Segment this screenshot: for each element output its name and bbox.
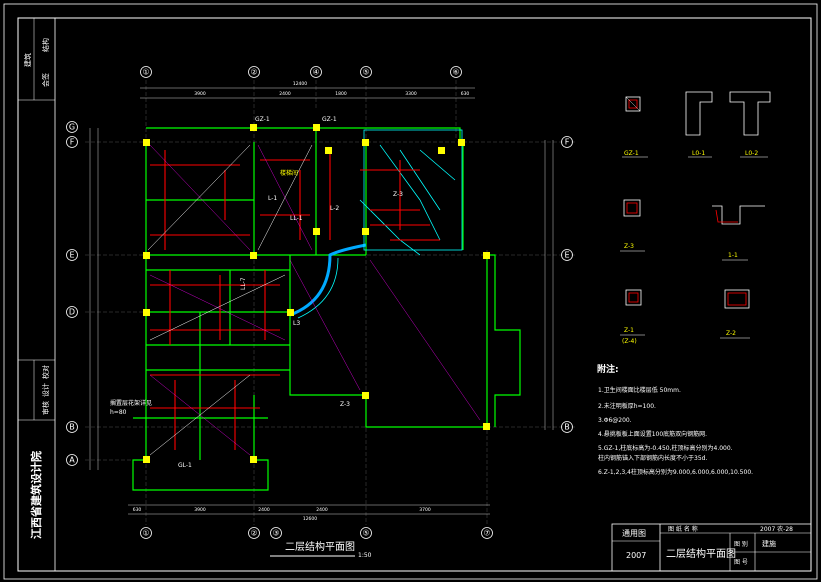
outer-border [3,3,818,580]
detail-11: 1-1 [728,252,738,259]
top-axis-2: ② [250,68,257,77]
white-diagonals [147,144,313,456]
columns [143,124,490,463]
details-panel: GZ-1 L0-1 L0-2 Z-3 1-1 Z-1 (Z-4) Z-2 [620,91,771,345]
left-strip-mid-1: 设计 [41,383,50,397]
bottom-axis-3: ③ [272,529,279,538]
bottom-dim-4: 3700 [419,507,431,513]
note-1: 1.卫生间楼面比楼层低 50mm. [598,386,681,394]
plan-labels: 搁置层花架详见 h=80 GL-1 GZ-1 GZ-1 Z-3 Z-3 L-1 … [110,116,403,469]
bottom-axis-2: ② [250,529,257,538]
axis-grid [85,80,575,525]
institute-name: 江西省建筑设计院 [29,451,43,539]
detail-z1: Z-1 [624,327,634,334]
top-dim-4: 630 [461,91,470,97]
label-l1: L-1 [268,195,277,202]
note-5: 5.GZ-1,柱底标高为-0.450,柱顶标高分别为4.000. [598,444,733,452]
top-axis-5: ⑥ [452,68,459,77]
note-2: 2.未注明板厚h=100. [598,402,656,410]
label-gz1a: GZ-1 [255,116,270,123]
label-l3: L3 [293,320,300,327]
left-axis-G: G [69,123,75,132]
tb-drawing-title: 二层结构平面图 [666,547,736,560]
top-dim-0: 3900 [194,91,206,97]
tb-stamp-year: 2007 [626,551,646,560]
label-gl1: GL-1 [178,462,192,469]
detail-z3: Z-3 [624,243,634,250]
detail-l02: L0-2 [745,150,758,157]
right-axis-E: E [564,251,569,260]
stair-note-2: h=80 [110,409,127,416]
right-axis-B: B [564,423,570,432]
left-strip-mid-0: 校对 [41,365,50,379]
left-axis-B: B [69,423,75,432]
note-4: 4.悬挑板板上面设置100底筋双向钢筋网. [598,430,707,438]
detail-gz1: GZ-1 [624,150,639,157]
tb-project: 图 纸 名 称 [668,525,698,533]
tb-field1-value: 建施 [762,539,776,548]
left-strip-top-0: 建筑 [23,53,32,67]
top-axis-4: ⑤ [362,68,369,77]
left-axis-A: A [69,456,75,465]
tb-field2: 图 号 [734,559,748,566]
label-ll1: LL-1 [290,215,303,222]
left-axis-F: F [70,138,75,147]
left-strip: 建筑 结构 会签 校对 设计 审核 江西省建筑设计院 [18,18,56,571]
note-7: 6.Z-1,2,3,4柱顶标高分别为9.000,6.000,6.000,10.5… [598,468,753,476]
title-block: 通用图 2007 图 纸 名 称 二层结构平面图 2007 农-28 图 别 建… [611,523,812,572]
label-l2: L-2 [330,205,339,212]
drawing-title: 二层结构平面图 [285,540,355,553]
stair-note: 搁置层花架详见 [110,399,152,407]
label-gz1b: GZ-1 [322,116,337,123]
top-dim-3: 3300 [405,91,417,97]
label-stair: 楼梯间 [280,169,298,177]
label-ll7: LL-7 [240,277,247,290]
tb-field1: 图 别 [734,540,748,548]
bottom-dim-0: 630 [133,507,142,513]
detail-z1b: (Z-4) [622,338,637,345]
label-z3a: Z-3 [340,401,350,408]
note-6: 柱内钢筋锚入下部钢筋内长度不小于35d. [598,454,707,462]
right-axis-F: F [565,138,570,147]
bottom-axis: 630 3900 2400 2400 3700 12600 ① ② ③ ⑤ ⑦ [128,504,493,539]
bottom-dim-overall: 12600 [303,516,317,522]
left-strip-top-1: 结构 [41,38,50,52]
tb-sheet-no: 2007 农-28 [760,525,793,533]
bottom-axis-5: ⑦ [483,529,490,538]
notes: 附注: 1.卫生间楼面比楼层低 50mm. 2.未注明板厚h=100. 3.Φ6… [597,363,753,476]
left-strip-top-2: 会签 [41,73,50,87]
top-dim-overall: 12400 [293,81,307,87]
notes-heading: 附注: [597,363,619,375]
inner-border [17,17,812,572]
drawing-title-group: 二层结构平面图 1:50 [270,540,372,559]
drawing-scale: 1:50 [358,552,372,559]
rebar-lines [150,150,440,450]
top-axis: ① ② ④ ⑤ ⑥ 3900 2400 1800 3300 630 12400 [140,66,475,99]
right-axis: F E B [544,136,573,433]
bottom-axis-4: ⑤ [362,529,369,538]
left-strip-mid-2: 审核 [41,401,50,415]
stair-region [359,129,463,256]
note-3: 3.Φ6@200. [598,417,632,424]
top-axis-1: ① [142,68,149,77]
curved-wall [289,243,367,319]
top-axis-3: ④ [312,68,319,77]
bottom-dim-1: 3900 [194,507,206,513]
bottom-dim-3: 2400 [316,507,328,513]
top-dim-2: 1800 [335,91,347,97]
bottom-dim-2: 2400 [258,507,270,513]
detail-l01: L0-1 [692,150,705,157]
bottom-axis-1: ① [142,529,149,538]
detail-z2: Z-2 [726,330,736,337]
left-axis: G F E D B A [66,121,99,470]
tb-stamp: 通用图 [622,528,646,538]
left-axis-D: D [69,308,75,317]
top-dim-1: 2400 [279,91,291,97]
label-z3b: Z-3 [393,191,403,198]
left-axis-E: E [69,251,74,260]
